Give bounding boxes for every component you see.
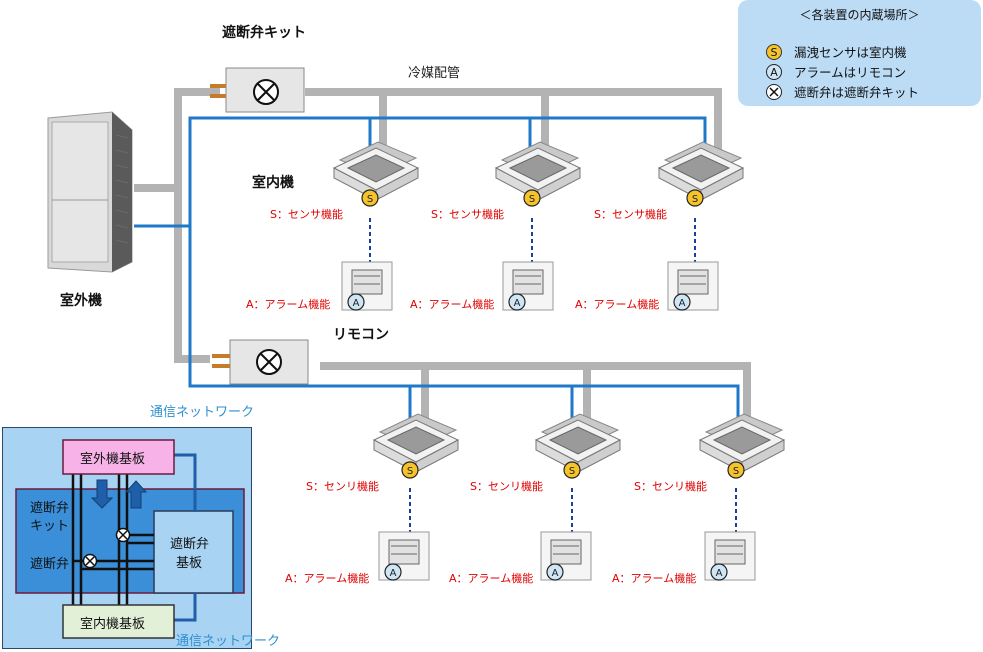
valve-label: 遮断弁 — [30, 557, 70, 572]
remote-controller: A — [667, 261, 719, 311]
network-label-bottom: 通信ネットワーク — [176, 634, 281, 649]
alarm-label: A：アラーム機能 — [612, 572, 697, 585]
sensor-icon: S — [361, 189, 379, 207]
svg-text:A: A — [679, 298, 686, 309]
svg-text:S: S — [569, 466, 575, 477]
indoor-unit: S — [494, 141, 582, 207]
svg-text:S: S — [733, 466, 739, 477]
alarm-icon: A — [546, 563, 564, 581]
alarm-label: A：アラーム機能 — [246, 298, 331, 311]
sensor-label: S：センリ機能 — [634, 480, 707, 493]
alarm-icon: A — [384, 563, 402, 581]
alarm-label: A：アラーム機能 — [449, 572, 534, 585]
valve-kit-lower — [212, 339, 309, 385]
refrigerant-pipe-label: 冷媒配管 — [408, 66, 461, 81]
legend-item-sensor: S 漏洩センサは室内機 — [766, 42, 907, 61]
svg-text:S: S — [692, 194, 698, 205]
sensor-icon: S — [401, 461, 419, 479]
legend-title: ＜各装置の内蔵場所＞ — [799, 8, 920, 22]
svg-text:A: A — [353, 298, 360, 309]
sensor-icon: S — [766, 43, 782, 60]
alarm-label: A：アラーム機能 — [575, 298, 660, 311]
svg-text:A: A — [514, 298, 521, 309]
indoor-unit: S — [332, 141, 420, 207]
legend-text: 遮断弁は遮断弁キット — [794, 85, 920, 100]
alarm-label: A：アラーム機能 — [285, 572, 370, 585]
remote-controller: A — [704, 531, 756, 581]
svg-text:A: A — [390, 568, 397, 579]
alarm-icon: A — [766, 63, 782, 80]
network-label: 通信ネットワーク — [150, 405, 255, 420]
sensor-icon: S — [686, 189, 704, 207]
remote-controller: A — [378, 531, 430, 581]
indoor-units: S S S S S S A A A A A A — [332, 141, 786, 581]
sensor-label: S：センリ機能 — [470, 480, 543, 493]
sensor-icon: S — [727, 461, 745, 479]
indoor-unit-title: 室内機 — [252, 175, 294, 191]
outdoor-unit — [47, 111, 133, 273]
valve-icon — [766, 83, 782, 100]
valve-kit-upper — [210, 67, 305, 113]
valve-kit-title: 遮断弁キット — [222, 25, 306, 41]
sensor-label: S：センサ機能 — [270, 208, 343, 221]
indoor-unit: S — [534, 413, 622, 479]
valve-board-label-line2: 基板 — [176, 556, 203, 571]
svg-text:S: S — [407, 466, 413, 477]
sensor-icon: S — [563, 461, 581, 479]
svg-text:S: S — [367, 194, 373, 205]
sensor-icon: S — [523, 189, 541, 207]
legend-item-valve: 遮断弁は遮断弁キット — [766, 82, 919, 101]
sensor-label: S：センサ機能 — [594, 208, 667, 221]
svg-text:S: S — [529, 194, 535, 205]
outdoor-unit-title: 室外機 — [60, 293, 102, 309]
legend-text: 漏洩センサは室内機 — [794, 45, 907, 60]
alarm-icon: A — [673, 293, 691, 311]
valve-kit-label-line2: キット — [30, 519, 70, 534]
remote-controller: A — [341, 261, 393, 311]
indoor-unit: S — [698, 413, 786, 479]
valve-board-label-line1: 遮断弁 — [170, 537, 210, 552]
alarm-icon: A — [347, 293, 365, 311]
sensor-label: S：センサ機能 — [431, 208, 504, 221]
alarm-icon: A — [508, 293, 526, 311]
sensor-label: S：センリ機能 — [306, 480, 379, 493]
indoor-unit: S — [657, 141, 745, 207]
indoor-board-label: 室内機基板 — [80, 617, 146, 632]
remote-title: リモコン — [333, 327, 389, 343]
alarm-label: A：アラーム機能 — [410, 298, 495, 311]
alarm-icon: A — [710, 563, 728, 581]
svg-text:A: A — [552, 568, 559, 579]
outdoor-board-label: 室外機基板 — [80, 452, 146, 467]
valve-kit-label-line1: 遮断弁 — [30, 501, 70, 516]
legend-item-alarm: A アラームはリモコン — [766, 62, 906, 81]
remote-controller: A — [540, 531, 592, 581]
svg-text:A: A — [716, 568, 723, 579]
indoor-unit: S — [372, 413, 460, 479]
legend-box: ＜各装置の内蔵場所＞ S 漏洩センサは室内機 A アラームはリモコン 遮断弁は遮… — [738, 0, 981, 106]
legend-text: アラームはリモコン — [794, 65, 907, 80]
remote-wires — [369, 218, 737, 532]
refrigerant-pipes — [134, 88, 751, 432]
remote-controller: A — [502, 261, 554, 311]
